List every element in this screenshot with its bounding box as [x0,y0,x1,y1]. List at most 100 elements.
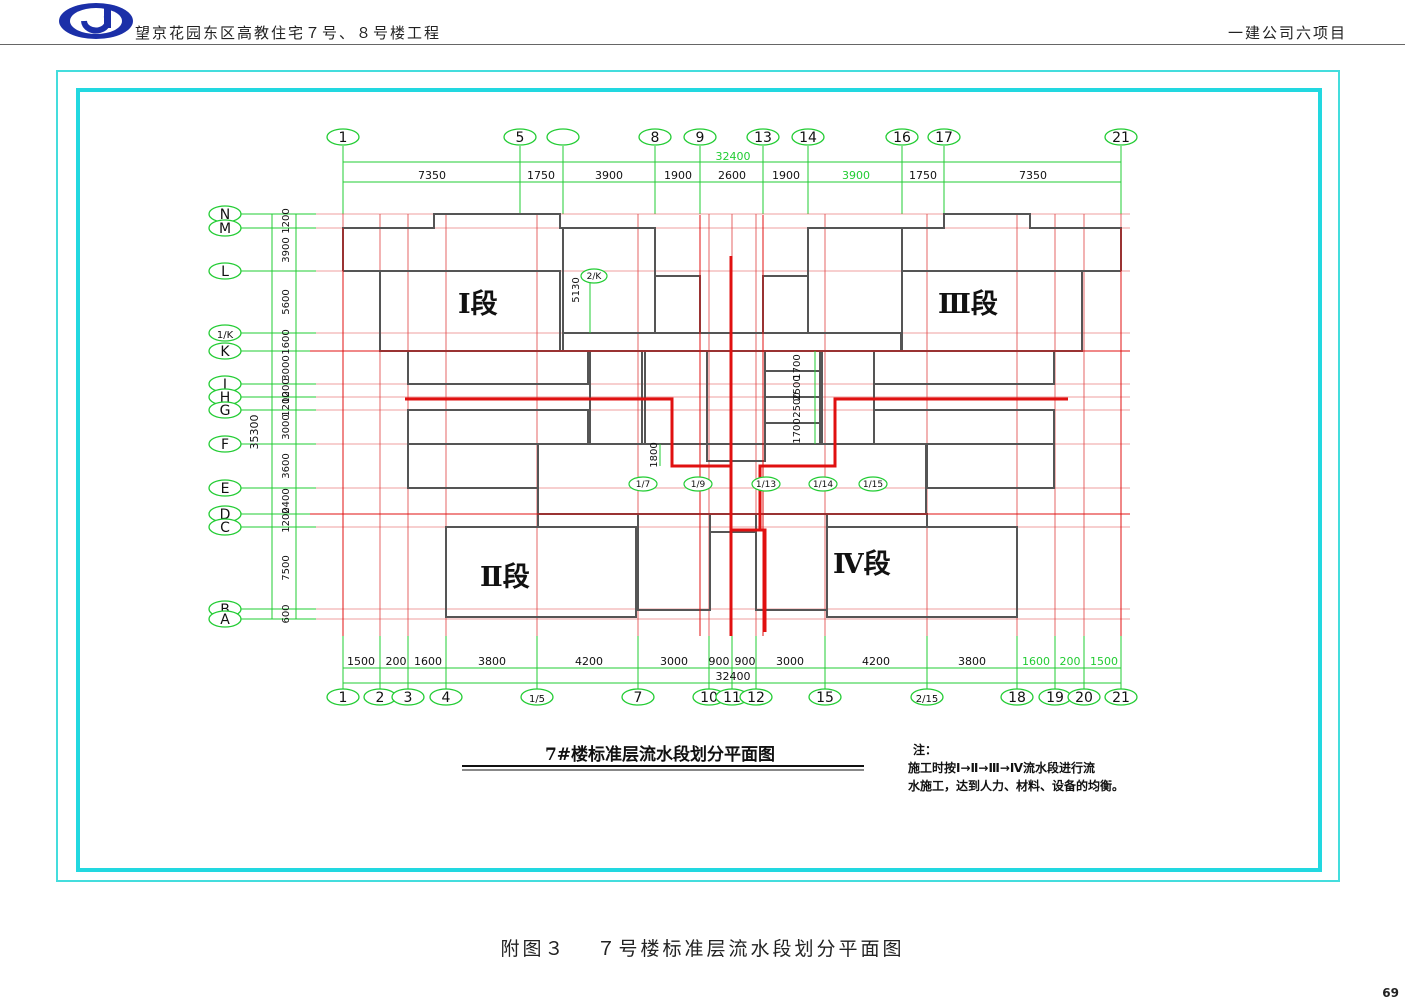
axis-bubble-top: 1 [326,128,360,146]
axis-bubble-1-7: 1/7 [628,476,658,492]
axis-bubble-left: C [208,518,242,536]
inner-dim: 5130 [571,277,582,302]
note-label: 注： [913,742,937,757]
left-dim: 3000 [281,355,292,380]
bottom-total-dim: 32400 [716,670,751,683]
left-dim: 600 [281,604,292,623]
axis-bubble-top: 14 [791,128,825,146]
svg-text:F: F [221,437,229,453]
svg-text:A: A [220,612,230,628]
svg-text:G: G [220,403,231,419]
svg-text:1: 1 [339,130,348,146]
svg-text:12: 12 [747,690,765,706]
section-labels: Ⅰ段 Ⅱ段 Ⅲ段 Ⅳ段 [458,289,998,593]
svg-text:1/5: 1/5 [529,694,545,705]
svg-text:13: 13 [754,130,772,146]
axis-bubble-bottom: 10 [692,688,726,706]
axis-bubble-top: 5 [503,128,537,146]
svg-text:N: N [220,207,230,223]
svg-text:10: 10 [700,690,718,706]
svg-text:16: 16 [893,130,911,146]
svg-text:21: 21 [1112,130,1130,146]
svg-text:21: 21 [1112,690,1130,706]
axis-bubble-left: E [208,479,242,497]
axis-bubble-1-9: 1/9 [683,476,713,492]
axis-bubble-bottom: 1/5 [520,688,554,706]
section-label-4: Ⅳ段 [833,549,891,580]
svg-text:D: D [220,507,231,523]
svg-text:K: K [220,344,230,360]
svg-text:1/13: 1/13 [756,480,776,490]
caption-label: 附图３ [500,938,567,960]
outer-frame [56,70,1340,882]
axis-bubble-bottom: 11 [715,688,749,706]
svg-text:L: L [221,264,229,280]
svg-text:11: 11 [723,690,741,706]
svg-text:1/15: 1/15 [863,480,883,490]
top-total-dim: 32400 [716,150,751,163]
note-line-2: 水施工，达到人力、材料、设备的均衡。 [908,778,1124,793]
top-dim: 1900 [772,169,800,182]
axis-bubble-top: 13 [746,128,780,146]
bottom-dim: 3000 [776,655,804,668]
axis-bubble-1-13: 1/13 [751,476,781,492]
inner-dim: 1700 [792,418,803,443]
svg-text:2/15: 2/15 [916,694,938,705]
left-dimension-values: 1200 3900 5600 1600 3000 1200 1200 3000 … [281,208,292,623]
left-dim: 7500 [281,555,292,580]
axis-bubble-bottom: 21 [1104,688,1138,706]
thin-red-lines [310,215,1130,636]
axis-bubble-bottom: 7 [621,688,655,706]
inner-dim: 2500 [792,375,803,400]
inner-dimension-values: 5130 1800 1700 2500 2500 1700 [571,277,803,467]
svg-text:18: 18 [1008,690,1026,706]
bottom-dim: 3000 [660,655,688,668]
svg-text:1/7: 1/7 [636,480,650,490]
svg-text:1/14: 1/14 [813,480,833,490]
axis-bubble-1-14: 1/14 [808,476,838,492]
section-label-1: Ⅰ段 [458,289,498,320]
svg-text:7: 7 [634,690,643,706]
axis-bubble-bottom: 12 [739,688,773,706]
top-dim: 3900 [842,169,870,182]
svg-text:B: B [220,602,230,618]
left-dim: 1200 [281,391,292,416]
bottom-dim: 200 [386,655,407,668]
svg-text:20: 20 [1075,690,1093,706]
top-dim: 1900 [664,169,692,182]
left-dim: 1200 [281,208,292,233]
inner-dimension-lines [589,271,816,466]
svg-text:1/9: 1/9 [691,480,706,490]
bottom-dim: 200 [1060,655,1081,668]
axis-bubble-bottom: 2 [363,688,397,706]
bottom-dim: 3800 [478,655,506,668]
axis-bubble-left: N [208,205,242,223]
axis-bubble-bottom: 18 [1000,688,1034,706]
bottom-dim: 900 [709,655,730,668]
bottom-dim: 4200 [862,655,890,668]
bottom-dim: 1600 [414,655,442,668]
left-dim: 3600 [281,453,292,478]
top-dim: 2600 [718,169,746,182]
axis-bubble-top: 9 [683,128,717,146]
axis-bubble-left: L [208,262,242,280]
bottom-dim: 1500 [347,655,375,668]
top-dim: 1750 [527,169,555,182]
axis-bubble-bottom: 3 [391,688,425,706]
svg-text:J: J [222,377,227,393]
svg-text:4: 4 [442,690,451,706]
left-dim: 5600 [281,289,292,314]
axis-bubble-top [546,128,580,146]
left-dim: 1600 [281,329,292,354]
page-number: 69 [1382,986,1399,1000]
svg-text:17: 17 [935,130,953,146]
axis-bubble-bottom: 19 [1038,688,1072,706]
bottom-dim: 3800 [958,655,986,668]
dimension-lines [271,161,1121,684]
axis-bubble-1-15: 1/15 [858,476,888,492]
svg-text:2: 2 [376,690,385,706]
